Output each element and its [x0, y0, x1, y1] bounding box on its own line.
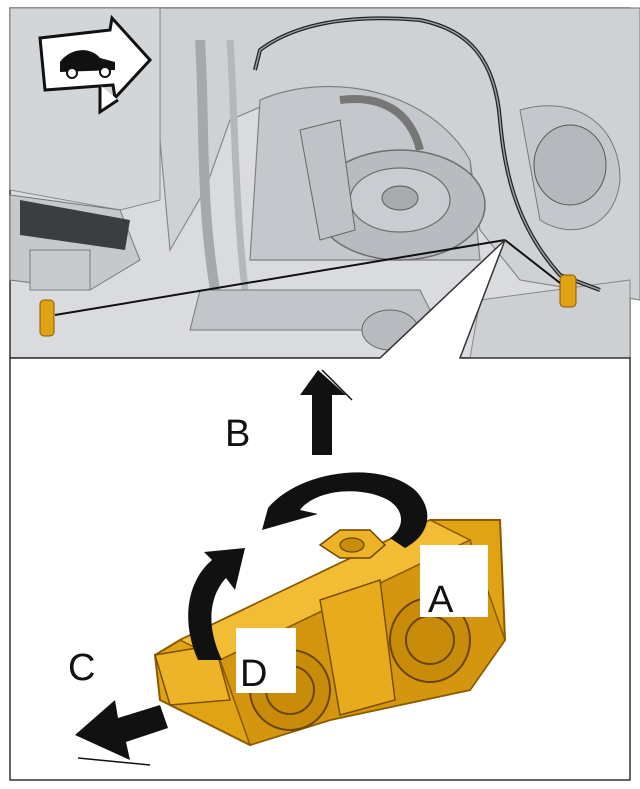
- callout-b: B: [225, 413, 250, 455]
- callout-d: D: [236, 628, 296, 695]
- connector-detail-panel: A B C D: [9, 239, 631, 781]
- connector-right-marker: [559, 274, 577, 308]
- connector-left-marker: [39, 299, 55, 337]
- callout-c: C: [68, 647, 95, 689]
- arrow-c-down-left: [75, 700, 168, 766]
- callout-a: A: [420, 545, 488, 621]
- vehicle-direction-arrow-icon: [38, 14, 153, 115]
- vehicle-scene-panel: [9, 7, 640, 359]
- arrow-b-up: [300, 369, 353, 455]
- arrow-rotate-d: [188, 548, 245, 660]
- callout-d-label: D: [240, 653, 267, 695]
- callout-b-label: B: [225, 413, 250, 455]
- callout-a-label: A: [428, 579, 454, 621]
- arrow-rotate-top: [262, 472, 428, 548]
- callout-c-label: C: [68, 647, 95, 689]
